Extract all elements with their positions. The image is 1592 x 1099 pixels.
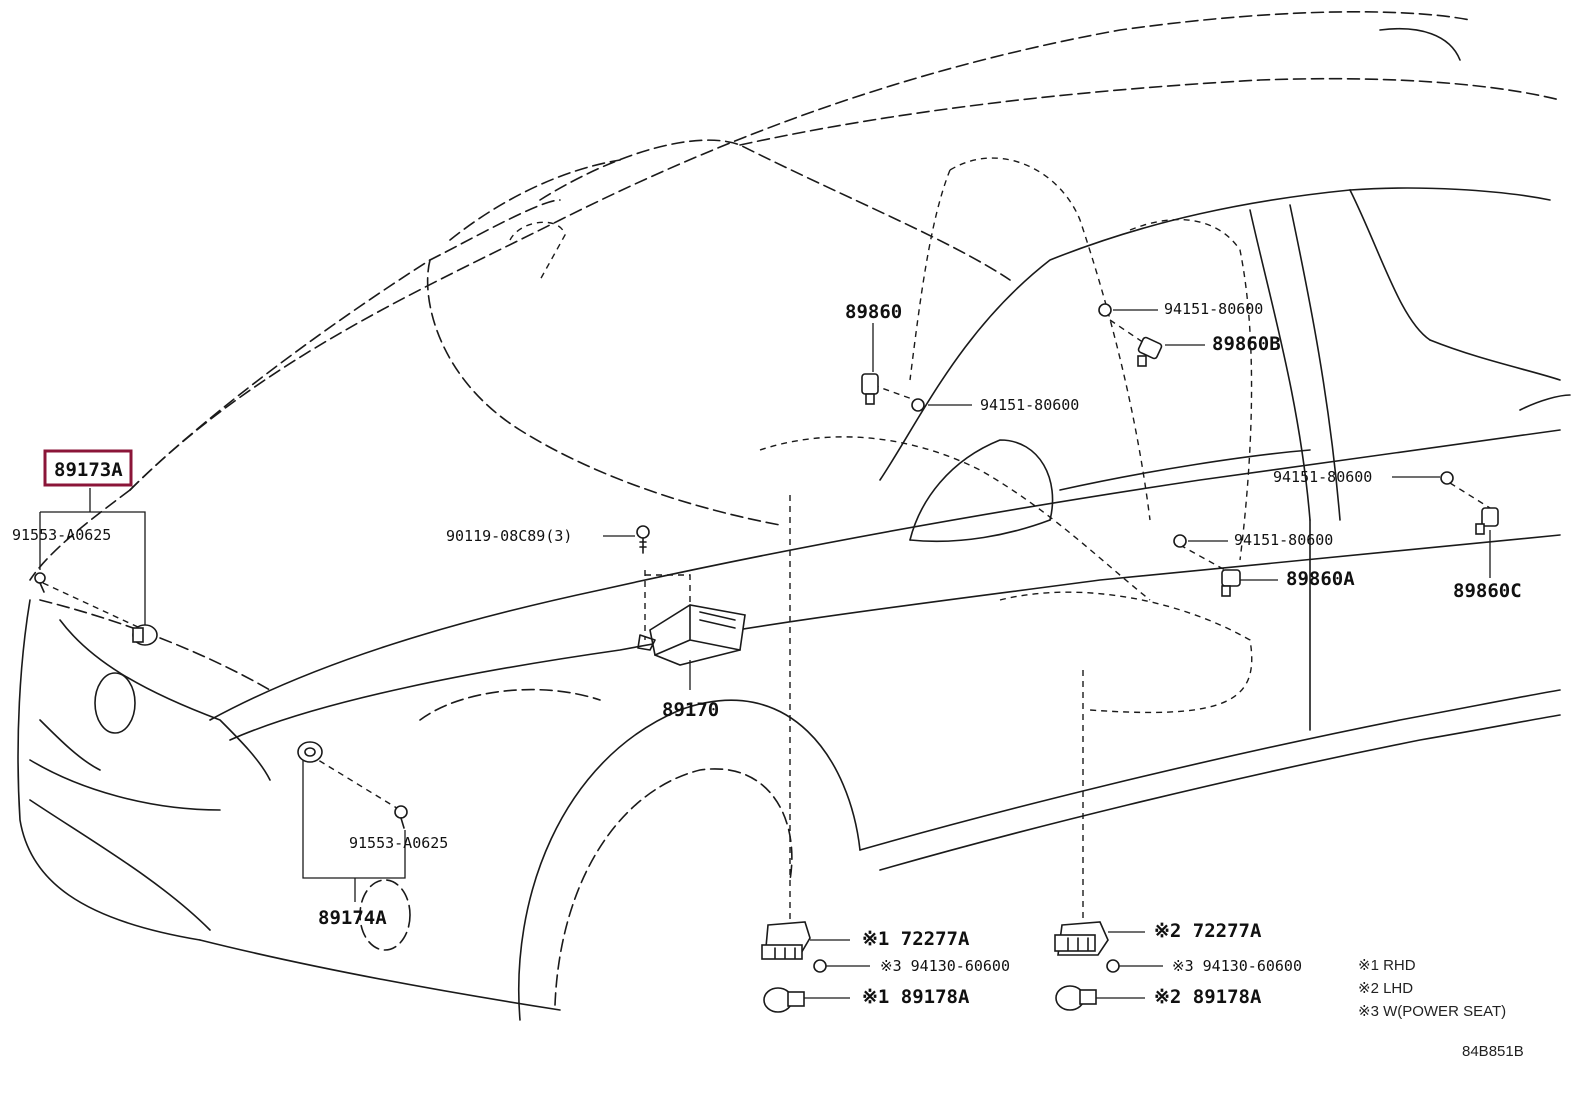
nut-94151-a-symbol (911, 398, 925, 412)
part-label-89170[interactable]: 89170 (662, 699, 719, 721)
front-sensor-89173a-symbol (132, 624, 158, 646)
part-label-89860b[interactable]: 89860B (1212, 333, 1281, 355)
legend-note-lhd: ※2 LHD (1358, 980, 1413, 997)
side-sensor-89860b-symbol (1137, 336, 1163, 367)
nut-94151-c-symbol (1440, 471, 1454, 485)
part-label-91553-bottom[interactable]: 91553-A0625 (349, 834, 448, 852)
bolt-90119-symbol (636, 525, 650, 554)
part-label-91553-top[interactable]: 91553-A0625 (12, 526, 111, 544)
part-label-94151-d[interactable]: 94151-80600 (1234, 531, 1333, 549)
part-label-94130-left[interactable]: ※3 94130-60600 (880, 957, 1010, 975)
front-sensor-89174a-symbol (297, 741, 323, 763)
part-label-72277a-rhd[interactable]: ※1 72277A (862, 928, 970, 950)
seat-sensor-group-lhd-symbols (1054, 921, 1120, 1011)
legend-note-power-seat: ※3 W(POWER SEAT) (1358, 1003, 1506, 1020)
seat-sensor-group-rhd-symbols (761, 921, 827, 1013)
legend-note-rhd: ※1 RHD (1358, 957, 1416, 974)
part-label-72277a-lhd[interactable]: ※2 72277A (1154, 920, 1262, 942)
nut-94151-b-symbol (1098, 303, 1112, 317)
legend-notes: ※1 RHD ※2 LHD ※3 W(POWER SEAT) (1358, 957, 1506, 1020)
part-label-94151-b[interactable]: 94151-80600 (1164, 300, 1263, 318)
part-label-89860c[interactable]: 89860C (1453, 580, 1522, 602)
reference-lines (42, 319, 1491, 930)
part-label-89178a-lhd[interactable]: ※2 89178A (1154, 986, 1262, 1008)
part-label-94151-c[interactable]: 94151-80600 (1273, 468, 1372, 486)
side-sensor-89860-symbol (861, 373, 879, 405)
part-label-94130-right[interactable]: ※3 94130-60600 (1172, 957, 1302, 975)
part-label-89174a[interactable]: 89174A (318, 907, 387, 929)
part-label-90119[interactable]: 90119-08C89(3) (446, 527, 572, 545)
vehicle-outline (17, 11, 1571, 1021)
part-symbols (34, 303, 1499, 1013)
side-sensor-89860c-symbol (1475, 507, 1499, 535)
leader-lines (39, 309, 1491, 999)
airbag-ecu-89170-symbol (637, 604, 746, 666)
part-label-89173a[interactable]: 89173A (54, 459, 123, 481)
part-label-89860[interactable]: 89860 (845, 301, 902, 323)
side-sensor-89860a-symbol (1221, 569, 1241, 597)
part-labels[interactable]: 89173A 91553-A0625 90119-08C89(3) 89860 … (12, 300, 1522, 1008)
nut-94151-d-symbol (1173, 534, 1187, 548)
bolt-91553-top-symbol (34, 572, 46, 593)
highlight-box-89173a (43, 449, 133, 487)
part-label-94151-a[interactable]: 94151-80600 (980, 396, 1079, 414)
diagram-id: 84B851B (1462, 1043, 1524, 1060)
part-label-89860a[interactable]: 89860A (1286, 568, 1355, 590)
bolt-91553-bottom-symbol (394, 805, 408, 829)
part-label-89178a-rhd[interactable]: ※1 89178A (862, 986, 970, 1008)
